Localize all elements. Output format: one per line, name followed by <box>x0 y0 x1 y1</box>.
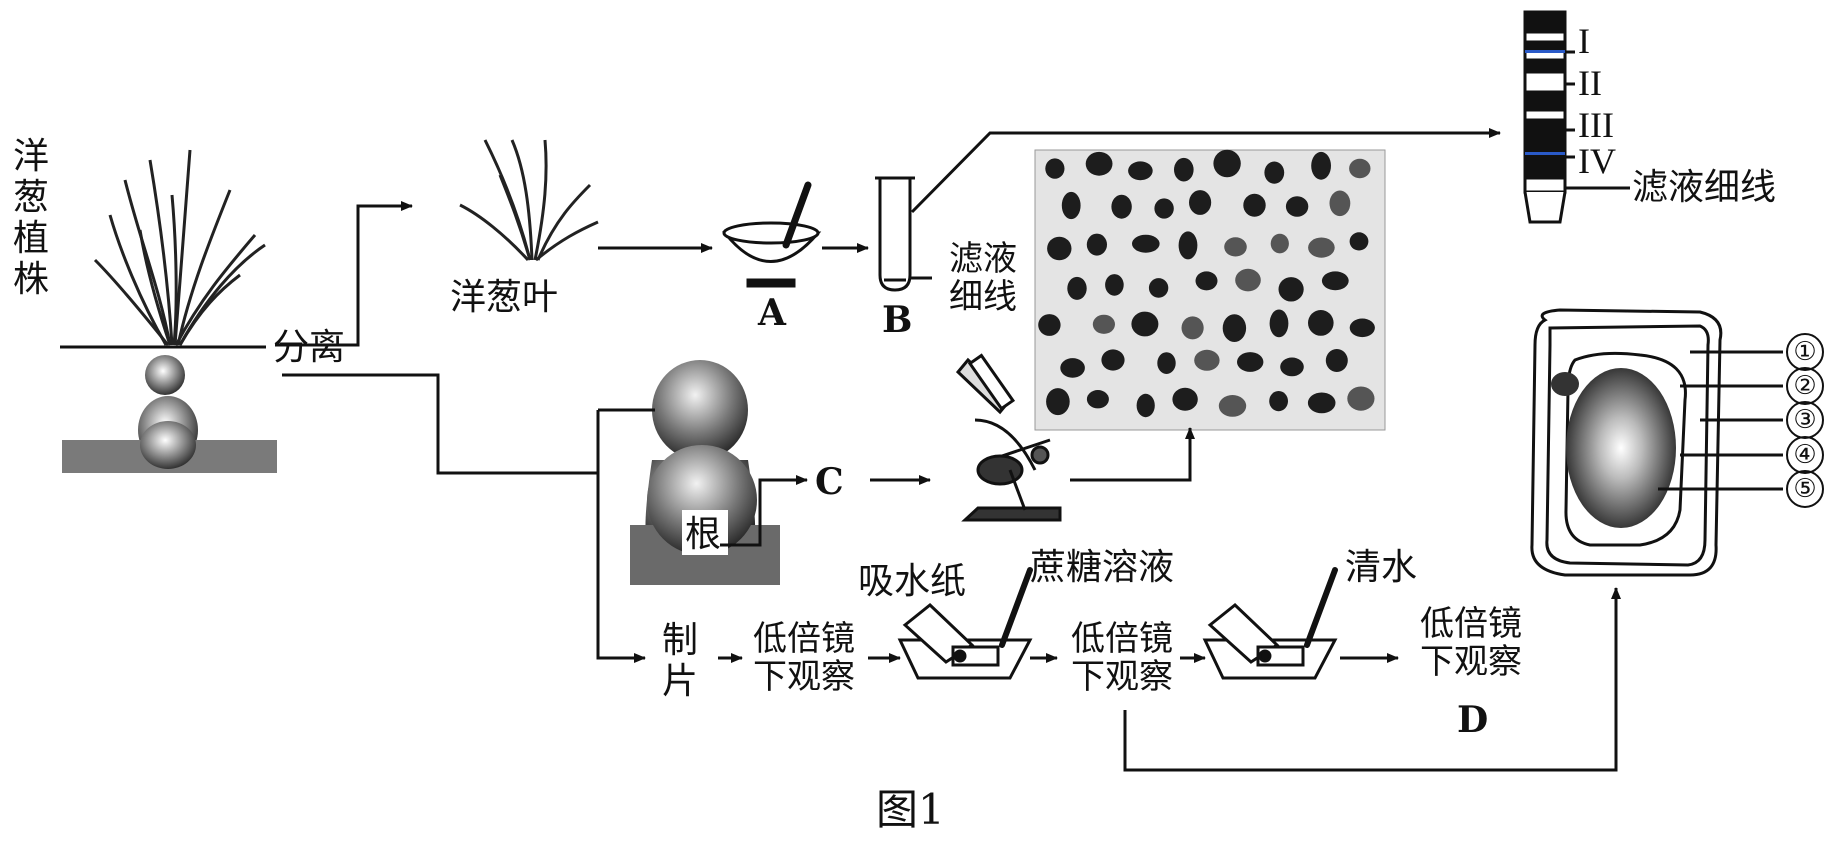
cell-nucleus <box>1349 232 1369 251</box>
figure-caption: 图1 <box>876 785 945 834</box>
cell-nucleus <box>1038 314 1061 336</box>
cell-part-5: ⑤ <box>1786 470 1824 508</box>
onion-plant-icon <box>60 149 277 473</box>
cell-nucleus <box>1111 194 1132 219</box>
label-B: B <box>882 299 913 341</box>
microscope-icon <box>955 353 1062 522</box>
cell-nucleus <box>1136 393 1155 418</box>
cell-nucleus <box>1264 161 1285 184</box>
cell-nucleus <box>1154 198 1174 219</box>
blotting-paper-label: 吸水纸 <box>858 561 967 602</box>
mortar-pestle-icon <box>721 181 822 288</box>
cell-part-1: ① <box>1786 333 1824 371</box>
cell-nucleus <box>1222 314 1247 342</box>
cell-nucleus <box>1311 151 1331 180</box>
band-label-3: III <box>1578 105 1614 145</box>
cell-nucleus <box>1270 233 1289 254</box>
cell-nucleus <box>1347 386 1375 411</box>
cell-nucleus <box>1092 314 1115 334</box>
cell-nucleus <box>1046 388 1070 416</box>
cell-nucleus <box>1349 318 1375 338</box>
cell-nucleus <box>1131 311 1159 337</box>
cell-nucleus <box>1285 196 1309 217</box>
onion-plant-label: 洋葱植株 <box>12 136 49 300</box>
cell-nucleus <box>1157 352 1176 374</box>
cell-nucleus <box>1189 190 1212 215</box>
root-tip-micrograph <box>1034 149 1386 431</box>
plant-cell-diagram <box>1530 308 1783 577</box>
cell-nucleus <box>1280 357 1304 377</box>
cell-nucleus <box>1321 271 1349 291</box>
onion-leaf-icon <box>459 139 599 262</box>
onion-leaf-label: 洋葱叶 <box>450 277 559 318</box>
cell-nucleus <box>1269 309 1289 338</box>
cell-nucleus <box>1148 278 1169 298</box>
low-power-observe-1: 低倍镜下观察 <box>753 619 855 697</box>
cell-nucleus <box>1181 316 1204 340</box>
make-slide-label: 制片 <box>661 620 698 702</box>
cell-nucleus <box>1105 274 1124 296</box>
cell-nucleus <box>1269 391 1288 412</box>
cell-nucleus <box>1349 158 1371 179</box>
filter-line-label-right: 滤液细线 <box>1632 167 1777 208</box>
cell-nucleus <box>1067 276 1087 300</box>
cell-nucleus <box>1308 237 1335 258</box>
cell-nucleus <box>1086 390 1109 409</box>
separate-label: 分离 <box>273 327 346 368</box>
onion-root-photo <box>630 360 780 585</box>
cell-nucleus <box>1308 310 1334 336</box>
cell-nucleus <box>1174 157 1194 182</box>
cell-nucleus <box>1172 387 1198 411</box>
cell-nucleus <box>1243 193 1266 217</box>
cell-nucleus <box>1195 271 1218 291</box>
low-power-observe-3: 低倍镜下观察 <box>1420 604 1522 682</box>
cell-nucleus <box>1213 149 1241 178</box>
cell-nucleus <box>1132 234 1160 253</box>
sucrose-solution-label: 蔗糖溶液 <box>1030 547 1175 588</box>
cell-part-3: ③ <box>1786 401 1824 439</box>
cell-nucleus <box>1329 190 1351 217</box>
cell-nucleus <box>1060 358 1085 378</box>
cell-nucleus <box>1218 395 1247 417</box>
slide-blotting-icon <box>897 567 1033 680</box>
cell-nucleus <box>1178 231 1198 260</box>
low-power-observe-2: 低倍镜下观察 <box>1071 619 1173 697</box>
cell-nucleus <box>1085 151 1113 176</box>
chromatography-strip <box>1523 10 1630 224</box>
test-tube-icon <box>875 176 915 292</box>
cell-nucleus <box>1086 233 1107 256</box>
filter-line-label-left: 滤液细线 <box>949 239 1017 317</box>
cell-nucleus <box>1235 268 1261 292</box>
label-C: C <box>815 461 844 503</box>
cell-nucleus <box>1325 349 1348 372</box>
cell-nucleus <box>1278 277 1304 302</box>
cell-nucleus <box>1237 352 1264 372</box>
band-label-1: I <box>1578 21 1590 61</box>
cell-nucleus <box>1194 349 1220 371</box>
water-label: 清水 <box>1345 547 1418 588</box>
cell-part-2: ② <box>1786 367 1824 405</box>
cell-nucleus <box>1045 158 1065 179</box>
cell-part-4: ④ <box>1786 436 1824 474</box>
cell-nucleus <box>1061 191 1081 220</box>
label-A: A <box>758 292 786 334</box>
label-D: D <box>1457 699 1489 741</box>
slide-water-icon <box>1202 567 1338 680</box>
cell-nucleus <box>1128 161 1153 181</box>
band-label-4: IV <box>1578 141 1616 181</box>
root-label: 根 <box>685 514 722 555</box>
band-label-2: II <box>1578 63 1602 103</box>
cell-nucleus <box>1101 349 1125 371</box>
cell-nucleus <box>1047 236 1072 261</box>
cell-nucleus <box>1224 237 1247 257</box>
cell-nucleus <box>1307 392 1336 414</box>
